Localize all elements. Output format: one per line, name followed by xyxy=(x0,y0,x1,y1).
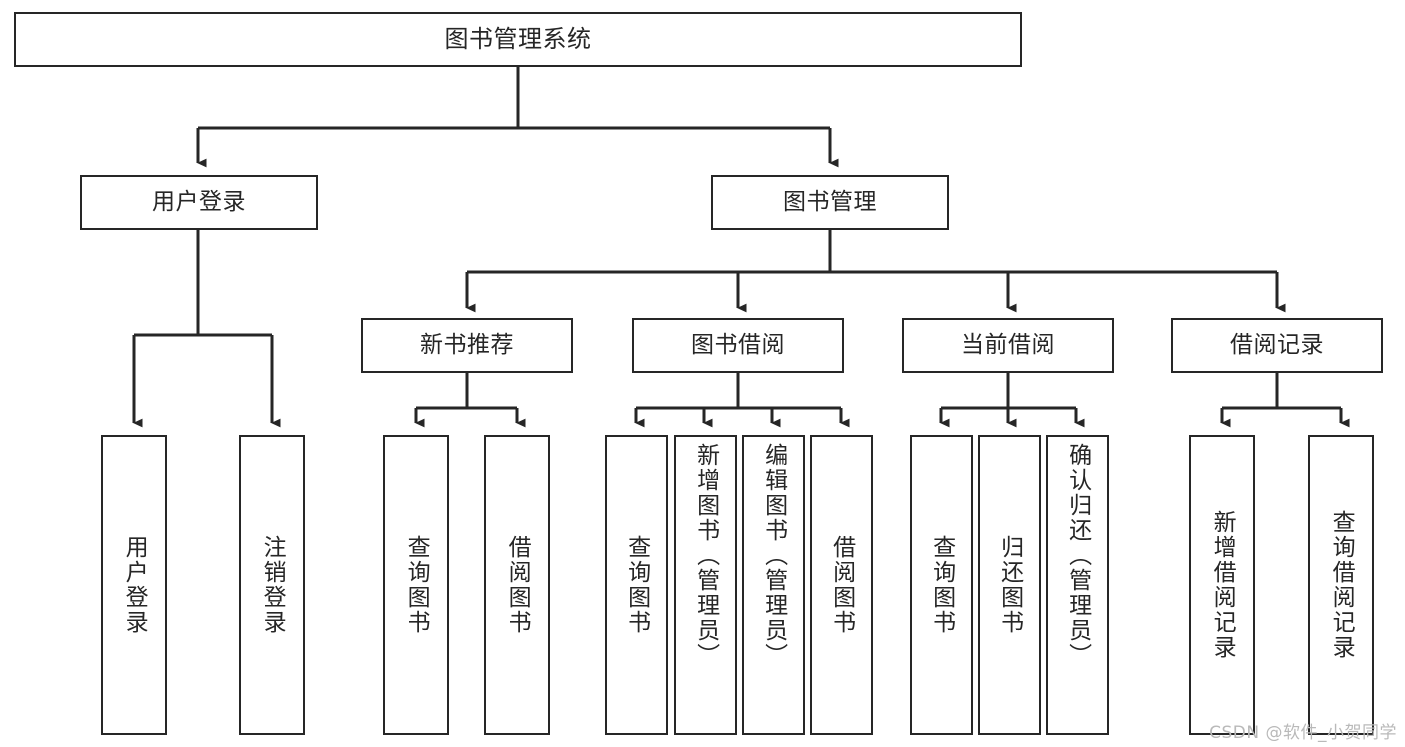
node-leaf-edit-book-label: 编辑图书（管理员） xyxy=(760,443,787,668)
node-leaf-add-book[interactable]: 新增图书（管理员） xyxy=(674,435,737,735)
node-current-borrow[interactable]: 当前借阅 xyxy=(902,318,1114,373)
node-borrow-record[interactable]: 借阅记录 xyxy=(1171,318,1383,373)
node-leaf-return-book[interactable]: 归还图书 xyxy=(978,435,1041,735)
node-book-borrow[interactable]: 图书借阅 xyxy=(632,318,844,373)
node-leaf-query-book-current-label: 查询图书 xyxy=(928,535,955,635)
node-leaf-query-book-borrow[interactable]: 查询图书 xyxy=(605,435,668,735)
node-leaf-query-book-borrow-label: 查询图书 xyxy=(623,535,650,635)
node-leaf-add-borrow-record-label: 新增借阅记录 xyxy=(1209,510,1236,660)
node-book-borrow-label: 图书借阅 xyxy=(691,331,785,358)
node-leaf-return-book-label: 归还图书 xyxy=(996,535,1023,635)
node-user-login-label: 用户登录 xyxy=(152,188,246,215)
node-book-management[interactable]: 图书管理 xyxy=(711,175,949,230)
node-leaf-add-borrow-record[interactable]: 新增借阅记录 xyxy=(1189,435,1255,735)
node-leaf-borrow-book-label: 借阅图书 xyxy=(828,535,855,635)
node-leaf-user-login[interactable]: 用户登录 xyxy=(101,435,167,735)
node-leaf-borrow-book-recommend[interactable]: 借阅图书 xyxy=(484,435,550,735)
node-leaf-query-book-current[interactable]: 查询图书 xyxy=(910,435,973,735)
node-root-system-label: 图书管理系统 xyxy=(444,25,592,54)
node-leaf-borrow-book[interactable]: 借阅图书 xyxy=(810,435,873,735)
node-new-book-recommend-label: 新书推荐 xyxy=(420,331,514,358)
node-leaf-edit-book[interactable]: 编辑图书（管理员） xyxy=(742,435,805,735)
node-leaf-query-book-recommend-label: 查询图书 xyxy=(403,535,430,635)
node-leaf-user-login-label: 用户登录 xyxy=(121,535,148,635)
node-book-management-label: 图书管理 xyxy=(783,188,877,215)
node-user-login[interactable]: 用户登录 xyxy=(80,175,318,230)
node-leaf-query-book-recommend[interactable]: 查询图书 xyxy=(383,435,449,735)
node-leaf-logout-label: 注销登录 xyxy=(259,535,286,635)
node-leaf-borrow-book-recommend-label: 借阅图书 xyxy=(504,535,531,635)
node-new-book-recommend[interactable]: 新书推荐 xyxy=(361,318,573,373)
node-leaf-query-borrow-record[interactable]: 查询借阅记录 xyxy=(1308,435,1374,735)
node-leaf-confirm-return-label: 确认归还（管理员） xyxy=(1064,443,1091,668)
node-current-borrow-label: 当前借阅 xyxy=(961,331,1055,358)
node-leaf-logout[interactable]: 注销登录 xyxy=(239,435,305,735)
node-root-system[interactable]: 图书管理系统 xyxy=(14,12,1022,67)
node-leaf-confirm-return[interactable]: 确认归还（管理员） xyxy=(1046,435,1109,735)
node-leaf-query-borrow-record-label: 查询借阅记录 xyxy=(1328,510,1355,660)
node-leaf-add-book-label: 新增图书（管理员） xyxy=(692,443,719,668)
node-borrow-record-label: 借阅记录 xyxy=(1230,331,1324,358)
